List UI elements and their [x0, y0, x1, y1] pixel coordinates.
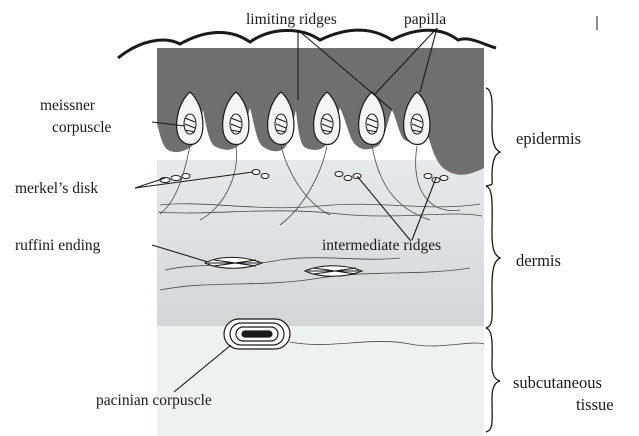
label-subcutaneous-1: subcutaneous	[513, 373, 602, 392]
label-meissner-1: meissner	[40, 97, 96, 114]
pacinian-corpuscle	[224, 319, 290, 349]
brace-dermis	[486, 186, 500, 328]
brace-subcutaneous	[486, 328, 500, 432]
brace-epidermis	[486, 88, 500, 186]
label-dermis: dermis	[516, 251, 561, 270]
label-subcutaneous-2: tissue	[576, 395, 614, 414]
label-meissner-2: corpuscle	[52, 119, 112, 136]
layer-braces	[486, 88, 500, 432]
label-epidermis: epidermis	[516, 129, 581, 148]
label-pacinian-corpuscle: pacinian corpuscle	[96, 392, 212, 409]
label-ruffini-ending: ruffini ending	[15, 237, 101, 254]
subcutaneous-layer	[157, 326, 484, 436]
label-limiting-ridges: limiting ridges	[246, 11, 337, 28]
label-papilla: papilla	[404, 11, 446, 28]
label-merkels-disk: merkel’s disk	[15, 180, 98, 197]
label-intermediate-ridges: intermediate ridges	[322, 237, 441, 254]
